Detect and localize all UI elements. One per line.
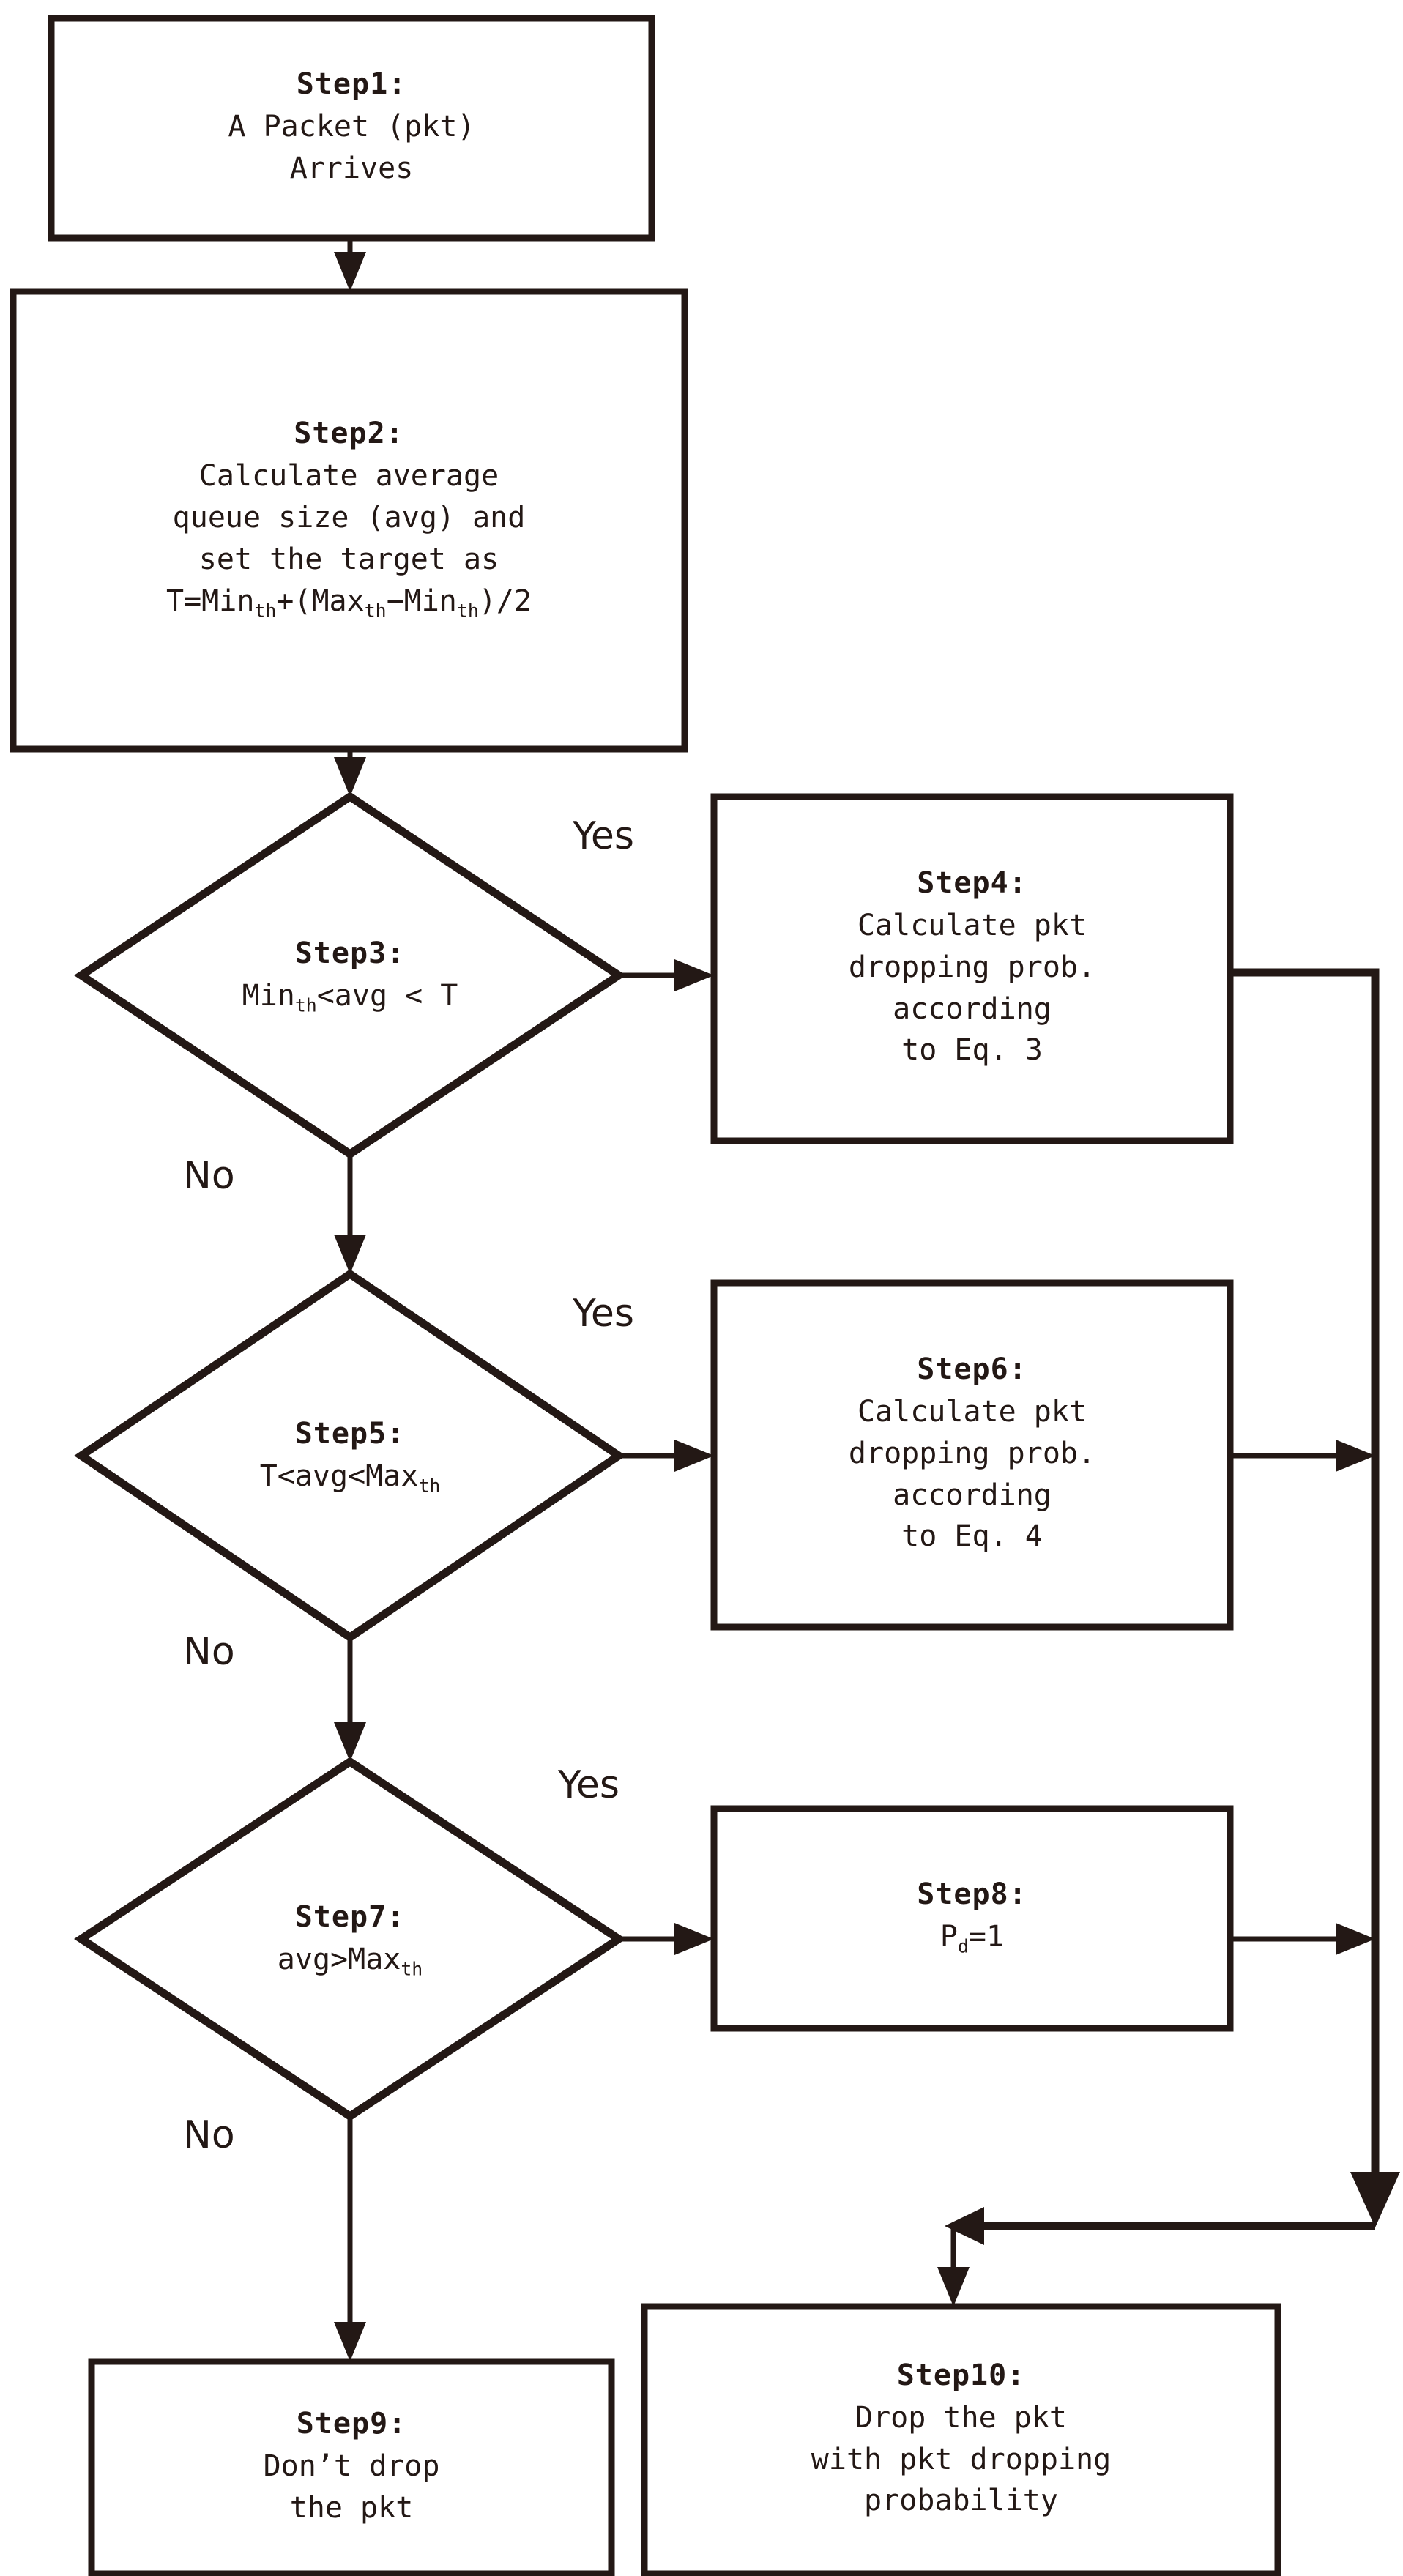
arrowhead-step3-yes-to-step4 (674, 959, 714, 991)
node-step5-shape[interactable] (74, 1269, 626, 1642)
node-step8-shape[interactable] (710, 1805, 1234, 2032)
node-step1-shape[interactable] (48, 15, 655, 242)
arrowhead-bus-down (1350, 2172, 1400, 2227)
branch-label-step7-no: No (183, 2113, 235, 2157)
arrowhead-step3-no-to-step5 (334, 1235, 366, 1274)
branch-label-step5-yes: Yes (573, 1292, 634, 1336)
node-step2-shape[interactable] (10, 288, 688, 753)
arrowhead-merge-left (945, 2207, 984, 2245)
arrowhead-step6-to-bus (1336, 1440, 1375, 1472)
connector-step4-to-bus (1230, 968, 1380, 2200)
branch-label-step3-no: No (183, 1154, 235, 1198)
node-step6-shape[interactable] (710, 1279, 1234, 1631)
branch-label-step3-yes: Yes (573, 814, 634, 858)
arrowhead-merge-to-step10 (937, 2267, 970, 2307)
arrowhead-step7-no-to-step9 (334, 2322, 366, 2361)
arrowhead-step8-to-bus (1336, 1923, 1375, 1955)
branch-label-step5-no: No (183, 1630, 235, 1674)
node-step9-shape[interactable] (88, 2358, 615, 2576)
branch-label-step7-yes: Yes (558, 1763, 619, 1807)
node-step10-shape[interactable] (641, 2303, 1281, 2576)
arrowhead-step5-yes-to-step6 (674, 1440, 714, 1472)
node-step7-shape[interactable] (74, 1757, 626, 2121)
node-step3-shape[interactable] (74, 792, 626, 1159)
arrowhead-step2-to-step3 (334, 757, 366, 797)
arrowhead-step5-no-to-step7 (334, 1722, 366, 1762)
node-step4-shape[interactable] (710, 793, 1234, 1144)
arrowhead-step1-to-step2 (334, 252, 366, 291)
arrowhead-step7-yes-to-step8 (674, 1923, 714, 1955)
